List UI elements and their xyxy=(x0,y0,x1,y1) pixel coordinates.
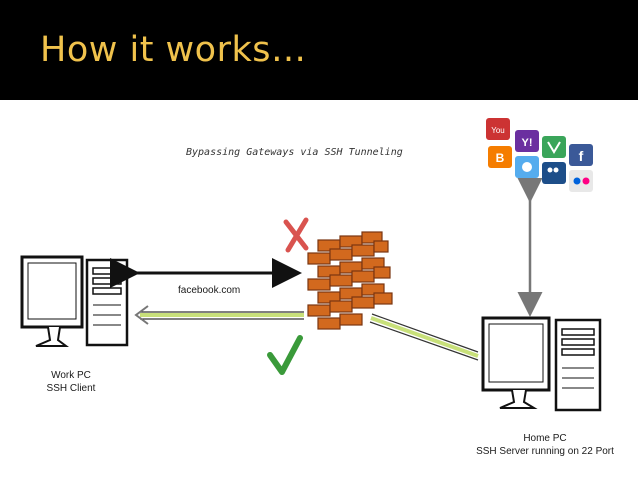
blocked-site-label: facebook.com xyxy=(178,285,241,296)
firewall-icon xyxy=(307,231,393,330)
work-pc-role: SSH Client xyxy=(46,383,96,394)
svg-text:B: B xyxy=(496,151,505,165)
social-services-cluster: You Y! f B xyxy=(486,118,593,192)
facebook-icon: f xyxy=(569,144,593,166)
svg-text:Y!: Y! xyxy=(522,137,533,149)
vine-icon xyxy=(542,136,566,158)
diagram-canvas: You Y! f B xyxy=(20,118,602,412)
blogger-icon: B xyxy=(488,146,512,168)
flickr-icon xyxy=(569,170,593,192)
ssh-tunnel-left xyxy=(134,305,304,325)
yahoo-icon: Y! xyxy=(515,130,539,152)
myspace-icon xyxy=(542,162,566,184)
home-pc-label: Home PC SSH Server running on 22 Port xyxy=(460,432,630,458)
ssh-tunnel-right xyxy=(369,313,479,361)
work-pc-name: Work PC xyxy=(51,370,91,381)
home-pc-name: Home PC xyxy=(523,433,567,444)
svg-text:f: f xyxy=(579,148,584,164)
slide-title: How it works… xyxy=(40,30,307,70)
slide-header: How it works… xyxy=(0,0,638,100)
diagram-caption: Bypassing Gateways via SSH Tunneling xyxy=(186,147,403,158)
work-pc-icon xyxy=(20,255,129,347)
home-pc-icon xyxy=(481,316,602,412)
svg-text:You: You xyxy=(491,126,505,135)
twitter-icon xyxy=(515,156,539,178)
work-pc-label: Work PC SSH Client xyxy=(36,369,106,395)
allowed-check-icon xyxy=(267,335,303,375)
blocked-cross-icon xyxy=(283,217,309,253)
home-pc-role: SSH Server running on 22 Port xyxy=(476,446,614,457)
youtube-icon: You xyxy=(486,118,510,140)
